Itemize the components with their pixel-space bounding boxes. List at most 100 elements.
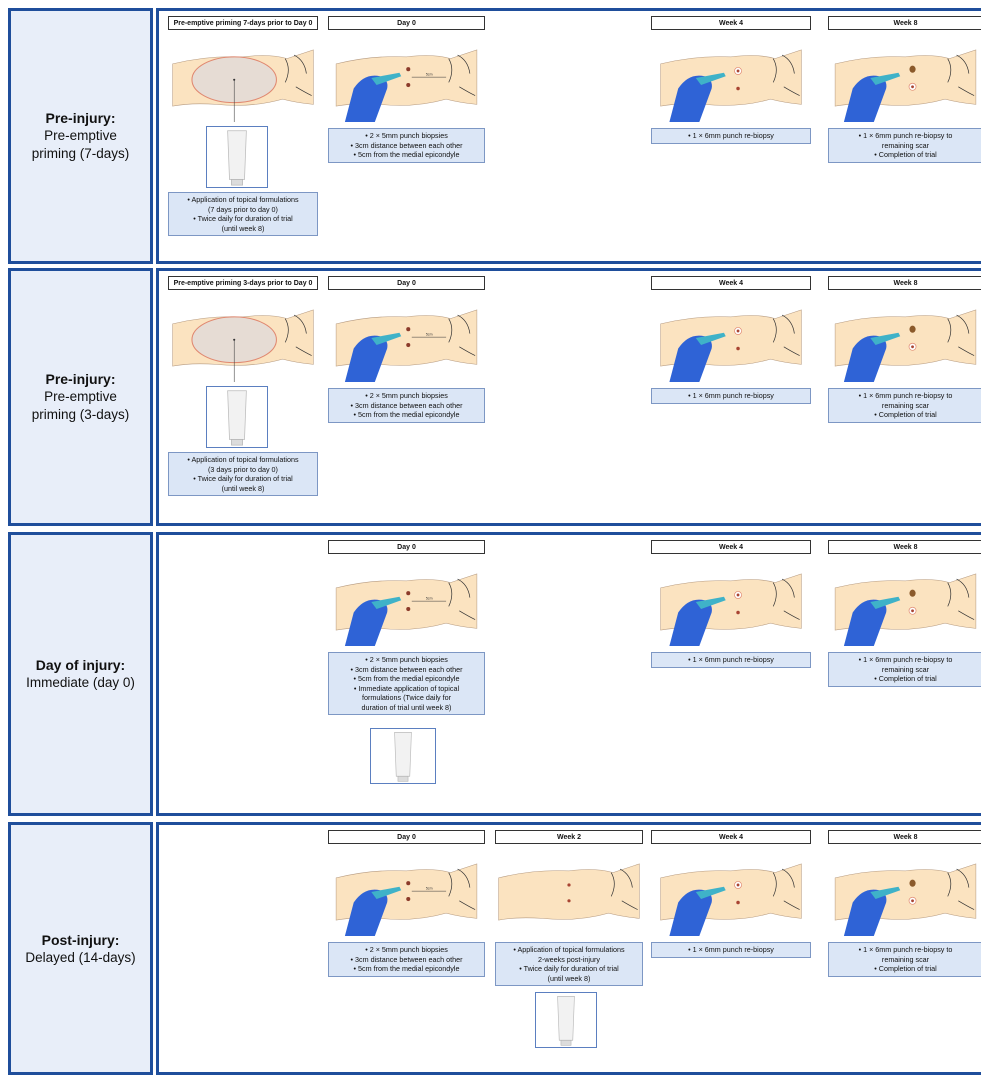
caption-line: • 3cm distance between each other xyxy=(332,665,481,675)
group-label-title: Day of injury: xyxy=(36,656,125,674)
day0-header: Day 0 xyxy=(328,276,485,290)
group-label-title: Post-injury: xyxy=(42,931,120,949)
group-label-line: Delayed (14-days) xyxy=(25,949,135,967)
arm-illustration xyxy=(495,848,643,936)
group-label-title: Pre-injury: xyxy=(45,109,115,127)
cream-tube-icon xyxy=(206,126,268,188)
caption-line: • 2 × 5mm punch biopsies xyxy=(332,391,481,401)
caption-line: • 1 × 6mm punch re-biopsy to xyxy=(832,391,979,401)
caption-line: (7 days prior to day 0) xyxy=(172,205,314,215)
priming-header: Pre-emptive priming 7-days prior to Day … xyxy=(168,16,318,30)
caption-line: duration of trial until week 8) xyxy=(332,703,481,713)
day0-caption: • 2 × 5mm punch biopsies• 3cm distance b… xyxy=(328,388,485,423)
cream-tube-icon xyxy=(535,992,597,1048)
week4-header: Week 4 xyxy=(651,16,811,30)
caption-line: • Twice daily for duration of trial xyxy=(499,964,639,974)
week4-header: Week 4 xyxy=(651,276,811,290)
caption-line: • 2 × 5mm punch biopsies xyxy=(332,131,481,141)
priming-header: Pre-emptive priming 3-days prior to Day … xyxy=(168,276,318,290)
day0-header: Day 0 xyxy=(328,830,485,844)
week2-header: Week 2 xyxy=(495,830,643,844)
group-label: Day of injury:Immediate (day 0) xyxy=(8,532,153,816)
caption-line: formulations (Twice daily for xyxy=(332,693,481,703)
arm-illustration xyxy=(828,34,981,122)
caption-line: • 5cm from the medial epicondyle xyxy=(332,964,481,974)
caption-line: • 3cm distance between each other xyxy=(332,955,481,965)
caption-line: • Immediate application of topical xyxy=(332,684,481,694)
cream-tube-icon xyxy=(206,386,268,448)
cream-tube-icon xyxy=(370,728,436,784)
week4-header: Week 4 xyxy=(651,830,811,844)
priming-caption: • Application of topical formulations(7 … xyxy=(168,192,318,236)
caption-line: • Twice daily for duration of trial xyxy=(172,214,314,224)
arm-illustration xyxy=(651,34,811,122)
caption-line: • 5cm from the medial epicondyle xyxy=(332,410,481,420)
caption-line: • 3cm distance between each other xyxy=(332,401,481,411)
arm-illustration xyxy=(651,294,811,382)
caption-line: • 5cm from the medial epicondyle xyxy=(332,674,481,684)
week4-caption: • 1 × 6mm punch re-biopsy xyxy=(651,942,811,958)
svg-text:5cm: 5cm xyxy=(426,886,433,890)
caption-line: 2-weeks post-injury xyxy=(499,955,639,965)
arm-illustration xyxy=(828,848,981,936)
caption-line: • Application of topical formulations xyxy=(499,945,639,955)
caption-line: (until week 8) xyxy=(172,224,314,234)
caption-line: • Completion of trial xyxy=(832,150,979,160)
arm-illustration: 5cm xyxy=(328,34,485,122)
day0-caption: • 2 × 5mm punch biopsies• 3cm distance b… xyxy=(328,942,485,977)
week4-caption: • 1 × 6mm punch re-biopsy xyxy=(651,388,811,404)
arm-illustration xyxy=(168,34,318,122)
caption-line: • 2 × 5mm punch biopsies xyxy=(332,655,481,665)
caption-line: • 1 × 6mm punch re-biopsy xyxy=(655,131,807,141)
week8-header: Week 8 xyxy=(828,830,981,844)
caption-line: • 1 × 6mm punch re-biopsy xyxy=(655,945,807,955)
caption-line: • 1 × 6mm punch re-biopsy to xyxy=(832,131,979,141)
arm-illustration xyxy=(828,558,981,646)
caption-line: • 1 × 6mm punch re-biopsy to xyxy=(832,945,979,955)
caption-line: • Application of topical formulations xyxy=(172,455,314,465)
caption-line: remaining scar xyxy=(832,401,979,411)
caption-line: • Application of topical formulations xyxy=(172,195,314,205)
week4-header: Week 4 xyxy=(651,540,811,554)
group-label-line: Pre-emptive xyxy=(44,388,117,406)
arm-illustration: 5cm xyxy=(328,558,485,646)
caption-line: • 2 × 5mm punch biopsies xyxy=(332,945,481,955)
caption-line: • Completion of trial xyxy=(832,410,979,420)
svg-text:5cm: 5cm xyxy=(426,332,433,336)
group-label: Post-injury:Delayed (14-days) xyxy=(8,822,153,1075)
week8-header: Week 8 xyxy=(828,540,981,554)
caption-line: • 1 × 6mm punch re-biopsy xyxy=(655,655,807,665)
arm-illustration: 5cm xyxy=(328,294,485,382)
group-label-line: Pre-emptive xyxy=(44,127,117,145)
caption-line: (3 days prior to day 0) xyxy=(172,465,314,475)
caption-line: remaining scar xyxy=(832,955,979,965)
week8-header: Week 8 xyxy=(828,16,981,30)
arm-illustration: 5cm xyxy=(328,848,485,936)
caption-line: remaining scar xyxy=(832,665,979,675)
group-label-line: priming (3-days) xyxy=(32,406,130,424)
caption-line: (until week 8) xyxy=(172,484,314,494)
arm-illustration xyxy=(828,294,981,382)
caption-line: • Completion of trial xyxy=(832,674,979,684)
week8-header: Week 8 xyxy=(828,276,981,290)
day0-header: Day 0 xyxy=(328,540,485,554)
caption-line: • 3cm distance between each other xyxy=(332,141,481,151)
day0-caption: • 2 × 5mm punch biopsies• 3cm distance b… xyxy=(328,128,485,163)
week4-caption: • 1 × 6mm punch re-biopsy xyxy=(651,652,811,668)
arm-illustration xyxy=(651,558,811,646)
caption-line: • Completion of trial xyxy=(832,964,979,974)
svg-text:5cm: 5cm xyxy=(426,596,433,600)
caption-line: • Twice daily for duration of trial xyxy=(172,474,314,484)
caption-line: • 1 × 6mm punch re-biopsy to xyxy=(832,655,979,665)
caption-line: (until week 8) xyxy=(499,974,639,984)
week4-caption: • 1 × 6mm punch re-biopsy xyxy=(651,128,811,144)
caption-line: • 5cm from the medial epicondyle xyxy=(332,150,481,160)
day0-caption: • 2 × 5mm punch biopsies• 3cm distance b… xyxy=(328,652,485,715)
